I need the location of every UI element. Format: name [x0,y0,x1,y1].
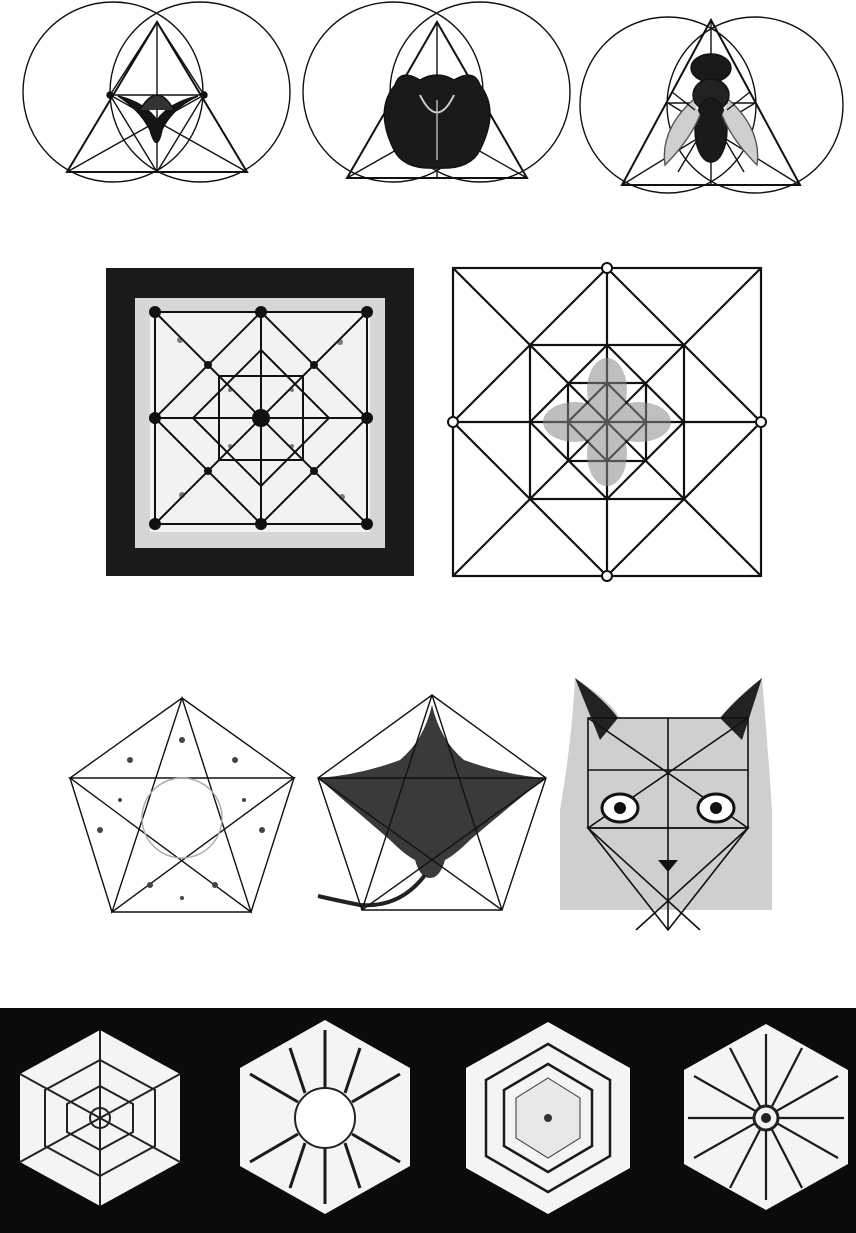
snowflake-3-icon [466,1022,630,1214]
chladni-square-icon [106,268,414,576]
vesica-triangle-row [0,0,856,200]
pentagon-row-drawing [0,660,856,950]
housefly-icon [580,17,843,193]
stingray-pentagon-icon [318,695,546,910]
seed-pod-icon [303,2,570,182]
pentagon-row [0,660,856,950]
snowflake-4-icon [684,1024,848,1210]
square-row-drawing [0,250,856,590]
snowflake-2-icon [240,1020,410,1214]
square-mandala-row [0,250,856,590]
snowflake-1-icon [20,1030,180,1206]
flower-icon [23,2,290,182]
starfish-pentagram-icon [70,698,294,912]
vesica-row-drawing [0,0,856,200]
cat-face-grid-icon [560,678,772,930]
snowflake-row-drawing [0,1008,856,1233]
cross-flower-square-icon [448,263,766,581]
snowflake-row [0,1008,856,1233]
